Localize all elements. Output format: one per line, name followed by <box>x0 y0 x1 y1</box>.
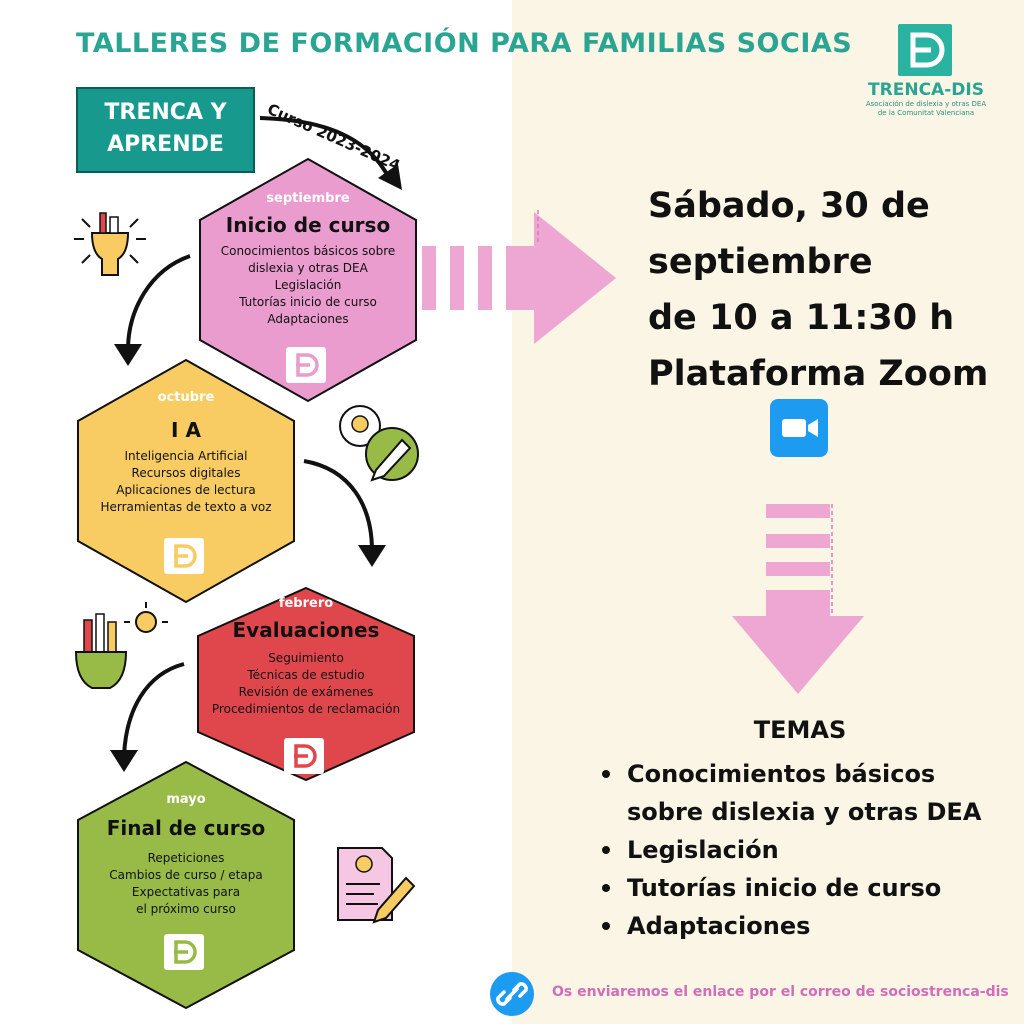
trenca-dis-logo-icon <box>286 347 326 383</box>
stage-card-february: febrero Evaluaciones Seguimiento Técnica… <box>196 586 416 832</box>
stage-topic: Repeticiones <box>147 851 225 865</box>
stage-topic: Tutorías inicio de curso <box>239 295 377 309</box>
idea-pencil-icon <box>339 405 419 482</box>
stage-title: Evaluaciones <box>232 618 380 642</box>
stage-month: septiembre <box>266 191 350 206</box>
curved-arrow-icon <box>259 116 402 190</box>
page-title: TALLERES DE FORMACIÓN PARA FAMILIAS SOCI… <box>76 28 853 59</box>
trenca-dis-logo-icon <box>898 24 952 76</box>
down-arrow-icon <box>732 504 864 694</box>
list-item: Adaptaciones <box>600 907 981 945</box>
stage-topic: Inteligencia Artificial <box>124 449 248 463</box>
footer-note: Os enviaremos el enlace por el correo de… <box>552 984 1009 1000</box>
trenca-dis-logo-icon <box>164 538 204 574</box>
stage-month: mayo <box>166 792 206 807</box>
lightbulb-pencils-icon <box>74 212 146 276</box>
stage-topic: Adaptaciones <box>267 312 349 326</box>
bullet-icon <box>602 922 610 930</box>
stage-topic: el próximo curso <box>136 902 236 916</box>
topic-text: Tutorías inicio de curso <box>627 874 942 902</box>
stage-topic: Expectativas para <box>131 885 241 899</box>
stage-card-september: septiembre Inicio de curso Conocimientos… <box>198 157 418 403</box>
curved-arrow-icon <box>114 254 191 366</box>
stage-topic: Conocimientos básicos sobre <box>220 244 396 258</box>
stage-month: febrero <box>278 596 334 611</box>
stage-topic: Procedimientos de reclamación <box>211 702 401 716</box>
pencils-cup-icon <box>74 602 168 689</box>
event-platform-line: Plataforma Zoom <box>648 354 989 394</box>
stage-card-october: octubre I A Inteligencia Artificial Recu… <box>76 358 296 604</box>
stage-topic: Legislación <box>274 278 342 292</box>
logo-subtitle-line2: de la Comunitat Valenciana <box>877 109 975 117</box>
stage-topic: Seguimiento <box>268 651 344 665</box>
event-date-line: septiembre <box>648 242 873 282</box>
bullet-icon <box>602 770 610 778</box>
stage-topic: Herramientas de texto a voz <box>100 500 272 514</box>
stage-title: I A <box>171 418 201 442</box>
list-item: Legislación <box>600 831 981 869</box>
event-date-line: Sábado, 30 de <box>648 186 930 226</box>
document-pencil-icon <box>337 847 416 924</box>
stage-topic: Revisión de exámenes <box>238 685 374 699</box>
bullet-icon <box>602 884 610 892</box>
topics-list: Conocimientos básicos sobre dislexia y o… <box>600 755 981 945</box>
stage-topics: Seguimiento Técnicas de estudio Revisión… <box>196 650 416 718</box>
stage-topic: Técnicas de estudio <box>247 668 365 682</box>
stage-topic: Aplicaciones de lectura <box>116 483 256 497</box>
curved-arrow-icon <box>303 459 386 567</box>
stage-topic: Cambios de curso / etapa <box>109 868 263 882</box>
stage-topic: dislexia y otras DEA <box>248 261 368 275</box>
right-arrow-icon <box>422 210 616 344</box>
trenca-dis-logo-icon <box>284 738 324 774</box>
logo-name: TRENCA-DIS <box>868 80 984 100</box>
program-badge-line1: TRENCA Y <box>104 100 227 125</box>
event-details: Sábado, 30 de septiembre de 10 a 11:30 h… <box>648 178 988 402</box>
event-time-line: de 10 a 11:30 h <box>648 298 955 338</box>
list-item: Conocimientos básicos sobre dislexia y o… <box>600 755 981 831</box>
logo-subtitle-line1: Asociación de dislexia y otras DEA <box>865 100 987 108</box>
topic-text: Legislación <box>627 836 779 864</box>
logo-subtitle: Asociación de dislexia y otras DEA de la… <box>856 100 996 118</box>
program-badge: TRENCA Y APRENDE <box>76 87 255 173</box>
trenca-dis-logo-icon <box>164 934 204 970</box>
topic-text: Conocimientos básicos <box>627 760 936 788</box>
stage-topics: Repeticiones Cambios de curso / etapa Ex… <box>76 850 296 918</box>
curved-arrow-icon <box>110 662 185 772</box>
list-item: Tutorías inicio de curso <box>600 869 981 907</box>
bullet-icon <box>602 846 610 854</box>
stage-title: Inicio de curso <box>225 213 391 237</box>
program-badge-line2: APRENDE <box>107 132 224 157</box>
topic-text: sobre dislexia y otras DEA <box>627 798 982 826</box>
stage-card-may: mayo Final de curso Repeticiones Cambios… <box>76 760 296 1010</box>
stage-title: Final de curso <box>106 816 266 840</box>
stage-topics: Conocimientos básicos sobre dislexia y o… <box>198 243 418 328</box>
stage-month: octubre <box>157 390 215 405</box>
link-icon <box>490 972 534 1016</box>
stage-topics: Inteligencia Artificial Recursos digital… <box>76 448 296 516</box>
topic-text: Adaptaciones <box>627 912 811 940</box>
zoom-video-icon <box>770 399 828 457</box>
stage-topic: Recursos digitales <box>131 466 241 480</box>
topics-title: TEMAS <box>753 716 847 744</box>
